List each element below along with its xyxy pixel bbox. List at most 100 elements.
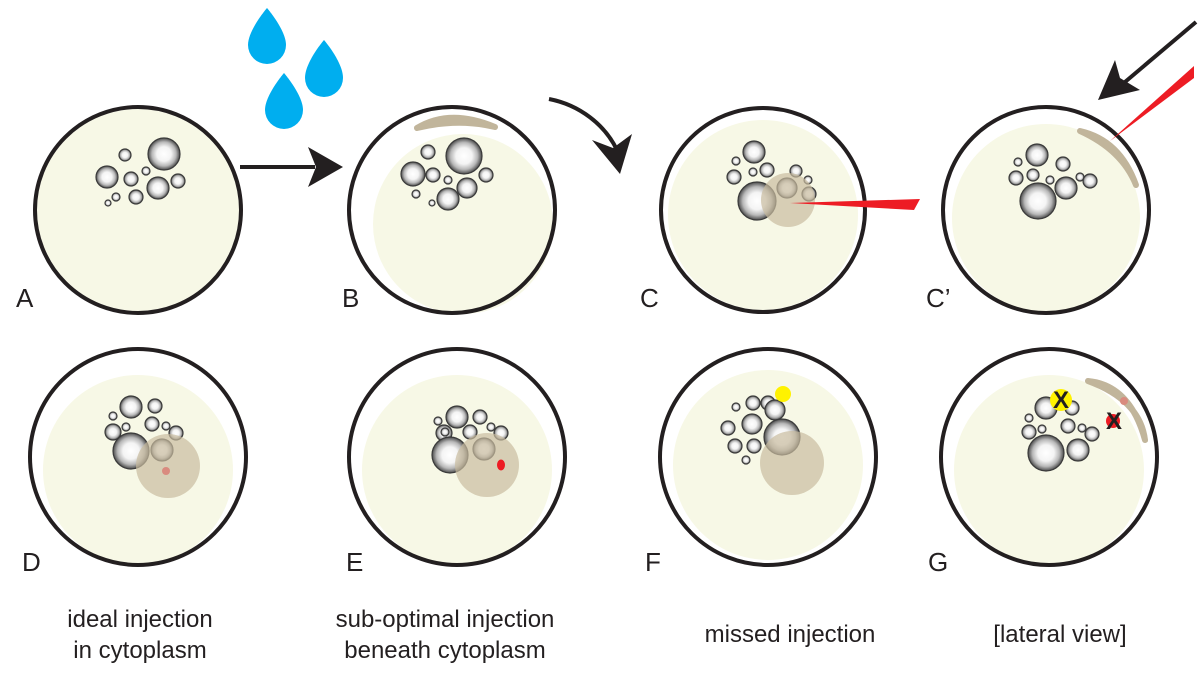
yolk-droplet [104, 423, 122, 441]
yolk-droplet [147, 137, 181, 171]
yolk-droplet [411, 189, 421, 199]
yolk-droplet [726, 169, 742, 185]
egg-e [347, 347, 567, 567]
red-dot [1106, 414, 1120, 428]
yolk-droplet [745, 395, 761, 411]
egg-shell [939, 347, 1159, 567]
caption-g: [lateral view] [950, 619, 1170, 650]
yolk-droplet [472, 409, 488, 425]
yolk-droplet [104, 199, 112, 207]
injection-dot [162, 467, 170, 475]
yolk-droplet [118, 148, 132, 162]
yolk-droplet [1024, 413, 1034, 423]
yolk-droplet [1077, 423, 1087, 433]
caption-d-line-1: ideal injection [67, 606, 213, 633]
yolk-droplet [1019, 182, 1057, 220]
egg-c-prime [941, 105, 1151, 315]
yolk-droplet [1027, 434, 1065, 472]
yolk-droplet [764, 399, 786, 421]
egg-shell [347, 347, 567, 567]
yolk-droplet [1037, 424, 1047, 434]
yolk-droplet [1054, 176, 1078, 200]
yolk-droplet [128, 189, 144, 205]
egg-shell [28, 347, 248, 567]
yolk-droplet [1008, 170, 1024, 186]
egg-shell [941, 105, 1151, 315]
yolk-droplet [1060, 418, 1076, 434]
panel-label-g: G [928, 547, 948, 577]
yolk-droplet [119, 395, 143, 419]
caption-f-line-1: missed injection [704, 621, 876, 648]
yolk-cap [1077, 128, 1139, 188]
egg-f [658, 347, 878, 567]
yellow-dot [775, 386, 791, 402]
yolk-droplet [400, 161, 426, 187]
injection-dot [497, 459, 505, 471]
yolk-droplet [731, 156, 741, 166]
yolk-droplet [420, 144, 436, 160]
egg-d [28, 347, 248, 567]
yolk-droplet [759, 162, 775, 178]
yolk-droplet [1021, 424, 1037, 440]
panel-label-c-prime: C’ [926, 283, 951, 313]
diagonal-arrow-icon [1098, 20, 1198, 100]
yolk-droplet [440, 427, 450, 437]
x-mark-red: X [1106, 408, 1122, 435]
yolk-droplet [1013, 157, 1023, 167]
yolk-droplet [108, 411, 118, 421]
injection-cloud [455, 433, 519, 497]
panel-label-b: B [342, 283, 359, 313]
yolk-droplet [121, 422, 131, 432]
injection-cloud [761, 173, 815, 227]
egg-shell [347, 105, 557, 315]
panel-label-a: A [16, 283, 34, 313]
yolk-droplet [436, 187, 460, 211]
egg-b [347, 105, 557, 315]
yolk-droplet [1026, 168, 1040, 182]
yolk-droplet [1066, 438, 1090, 462]
yolk-droplet [746, 438, 762, 454]
yolk-droplet [170, 173, 186, 189]
yolk-droplet [425, 167, 441, 183]
yolk-droplet [445, 405, 469, 429]
caption-g-line-1: [lateral view] [993, 621, 1127, 648]
yolk-droplet [443, 175, 453, 185]
yolk-cap [414, 114, 498, 131]
x-mark-yellow: X [1053, 387, 1069, 414]
water-drop-icon [248, 8, 286, 64]
needle-icon [1110, 66, 1194, 141]
needle-icon [790, 199, 920, 210]
water-drop-icon [305, 40, 343, 97]
faint-injection-dot [1120, 397, 1128, 405]
yolk-droplet [727, 438, 743, 454]
injection-cloud [136, 434, 200, 498]
egg-shell [659, 106, 867, 314]
yolk-droplet [720, 420, 736, 436]
yolk-droplet [445, 137, 483, 175]
yolk-droplet [433, 416, 443, 426]
yolk-cap [1085, 378, 1148, 443]
yolk-droplet [1084, 426, 1100, 442]
caption-d: ideal injection in cytoplasm [20, 604, 260, 666]
yolk-droplet [123, 171, 139, 187]
yolk-droplet [95, 165, 119, 189]
yolk-droplet [1055, 156, 1071, 172]
yolk-droplet [146, 176, 170, 200]
yolk-droplet [1045, 175, 1055, 185]
yolk-droplet [161, 421, 171, 431]
egg-a [33, 105, 243, 315]
yolk-droplet [741, 455, 751, 465]
yolk-droplet [742, 140, 766, 164]
yolk-droplet [111, 192, 121, 202]
yolk-droplet [428, 199, 436, 207]
panel-label-c: C [640, 283, 659, 313]
panel-label-d: D [22, 547, 41, 577]
yolk-droplet [141, 166, 151, 176]
yolk-droplet [486, 422, 496, 432]
right-arrow-icon [240, 147, 343, 187]
yolk-droplet [478, 167, 494, 183]
yolk-droplet [1082, 173, 1098, 189]
yolk-droplet [456, 177, 478, 199]
egg-g: XX [939, 347, 1159, 567]
